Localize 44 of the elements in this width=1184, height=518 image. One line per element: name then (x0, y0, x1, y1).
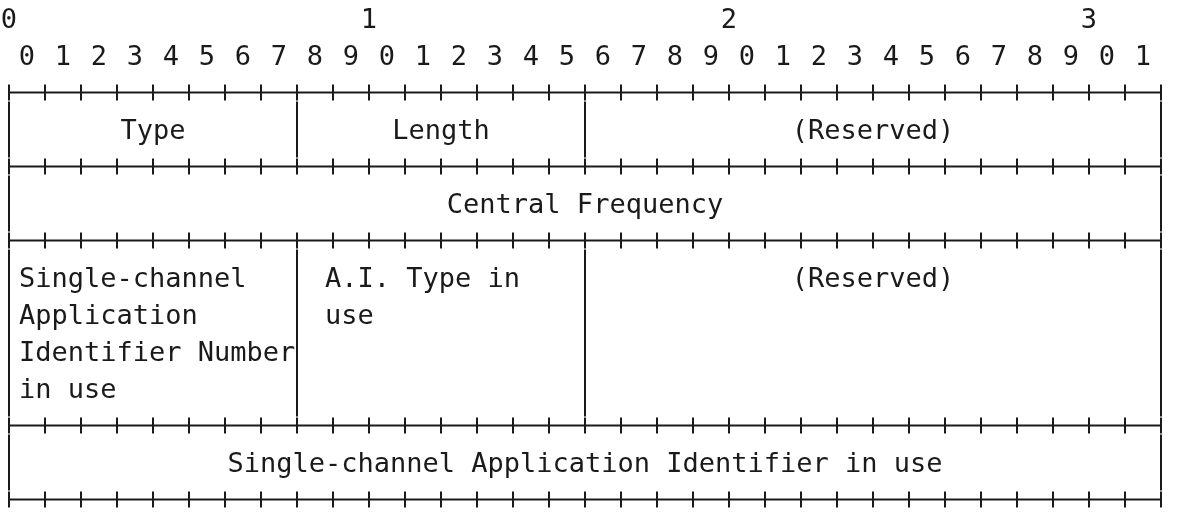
bit-number: 8 (666, 39, 684, 73)
bit-decade-number: 0 (0, 2, 18, 36)
bit-number: 1 (414, 39, 432, 73)
field-label: Single-channel Application Identifier Number in use (19, 261, 297, 406)
bit-number: 4 (882, 39, 900, 73)
field-label: Type (120, 113, 186, 147)
bit-number: 2 (450, 39, 468, 73)
bit-number: 7 (990, 39, 1008, 73)
bit-number: 3 (486, 39, 504, 73)
bit-decade-number: 3 (1080, 2, 1098, 36)
field-label: (Reserved) (791, 261, 955, 295)
bit-number: 9 (342, 39, 360, 73)
bit-number: 9 (1062, 39, 1080, 73)
bit-number: 8 (306, 39, 324, 73)
bit-number: 2 (810, 39, 828, 73)
bit-decade-number: 2 (720, 2, 738, 36)
field-label: Single-channel Application Identifier in use (227, 446, 943, 480)
bit-decade-number: 1 (360, 2, 378, 36)
field-label: (Reserved) (791, 113, 955, 147)
bit-number: 0 (738, 39, 756, 73)
bit-number: 7 (630, 39, 648, 73)
field-label: Central Frequency (446, 187, 724, 221)
bit-number: 1 (54, 39, 72, 73)
bit-number: 4 (522, 39, 540, 73)
bit-number: 5 (918, 39, 936, 73)
bit-number: 0 (18, 39, 36, 73)
bit-number: 9 (702, 39, 720, 73)
bit-number: 1 (1134, 39, 1152, 73)
bit-number: 6 (954, 39, 972, 73)
field-label: A.I. Type in use (325, 261, 522, 332)
bit-number: 8 (1026, 39, 1044, 73)
bit-number: 4 (162, 39, 180, 73)
bit-number: 5 (558, 39, 576, 73)
bit-number: 6 (234, 39, 252, 73)
bit-number: 3 (126, 39, 144, 73)
bit-number: 0 (1098, 39, 1116, 73)
bit-number: 7 (270, 39, 288, 73)
bit-number: 1 (774, 39, 792, 73)
bit-number: 2 (90, 39, 108, 73)
field-label: Length (392, 113, 490, 147)
bit-number: 5 (198, 39, 216, 73)
bit-number: 6 (594, 39, 612, 73)
bit-number: 0 (378, 39, 396, 73)
bit-number: 3 (846, 39, 864, 73)
